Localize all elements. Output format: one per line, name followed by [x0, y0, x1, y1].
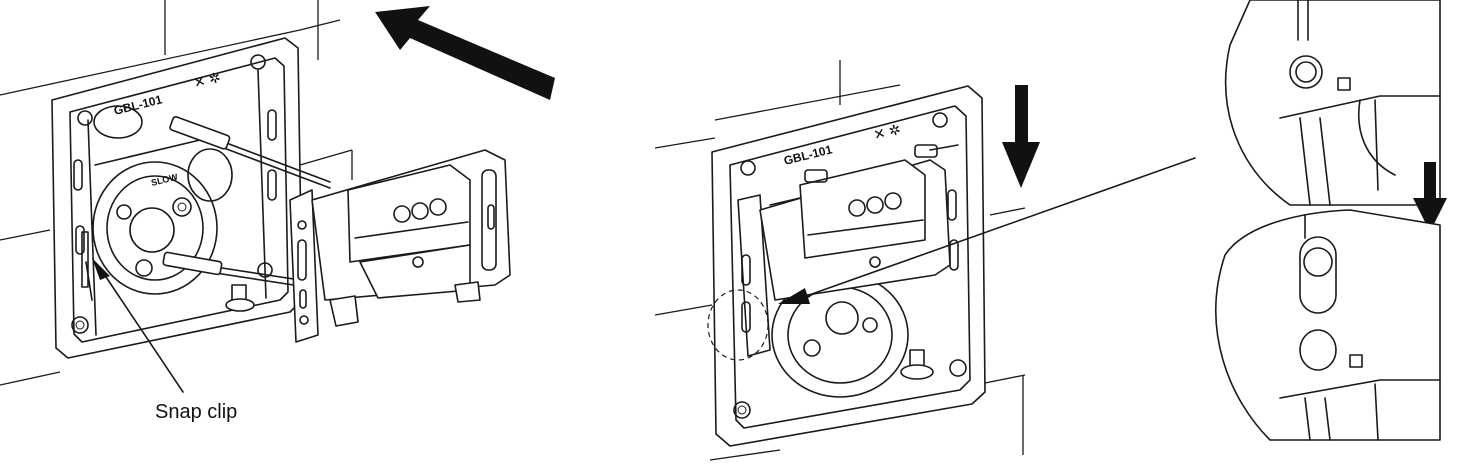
- middle-wall-lines: [654, 60, 1026, 461]
- detail-inset-top: [1224, 0, 1441, 206]
- inset-down-arrow-icon: [1413, 162, 1447, 232]
- left-back-frame: GBL-101 ✕ ✲: [51, 37, 303, 359]
- middle-actuator-module: [759, 144, 959, 301]
- left-scene: GBL-101 ✕ ✲ SLOW: [0, 0, 555, 423]
- left-actuator-module: [289, 149, 511, 343]
- left-push-arrow-icon: [375, 6, 555, 100]
- middle-down-arrow-icon: [1002, 85, 1040, 188]
- snap-clip-left: [81, 231, 93, 301]
- svg-text:✕ ✲: ✕ ✲: [192, 69, 222, 91]
- detail-inset-bottom: [1215, 209, 1441, 441]
- magnify-circle: [707, 289, 769, 361]
- detail-leader-arrow-icon: [778, 157, 1196, 304]
- svg-text:✕ ✲: ✕ ✲: [872, 121, 902, 143]
- left-wall-lines: [0, 0, 353, 386]
- snap-clip-label: Snap clip: [155, 401, 237, 423]
- snap-clip-callout: Snap clip: [92, 258, 237, 423]
- middle-scene: GBL-101 ✕ ✲: [654, 60, 1196, 461]
- left-wires: [162, 116, 331, 287]
- detail-insets: [1215, 0, 1447, 441]
- left-dial: SLOW: [92, 105, 255, 312]
